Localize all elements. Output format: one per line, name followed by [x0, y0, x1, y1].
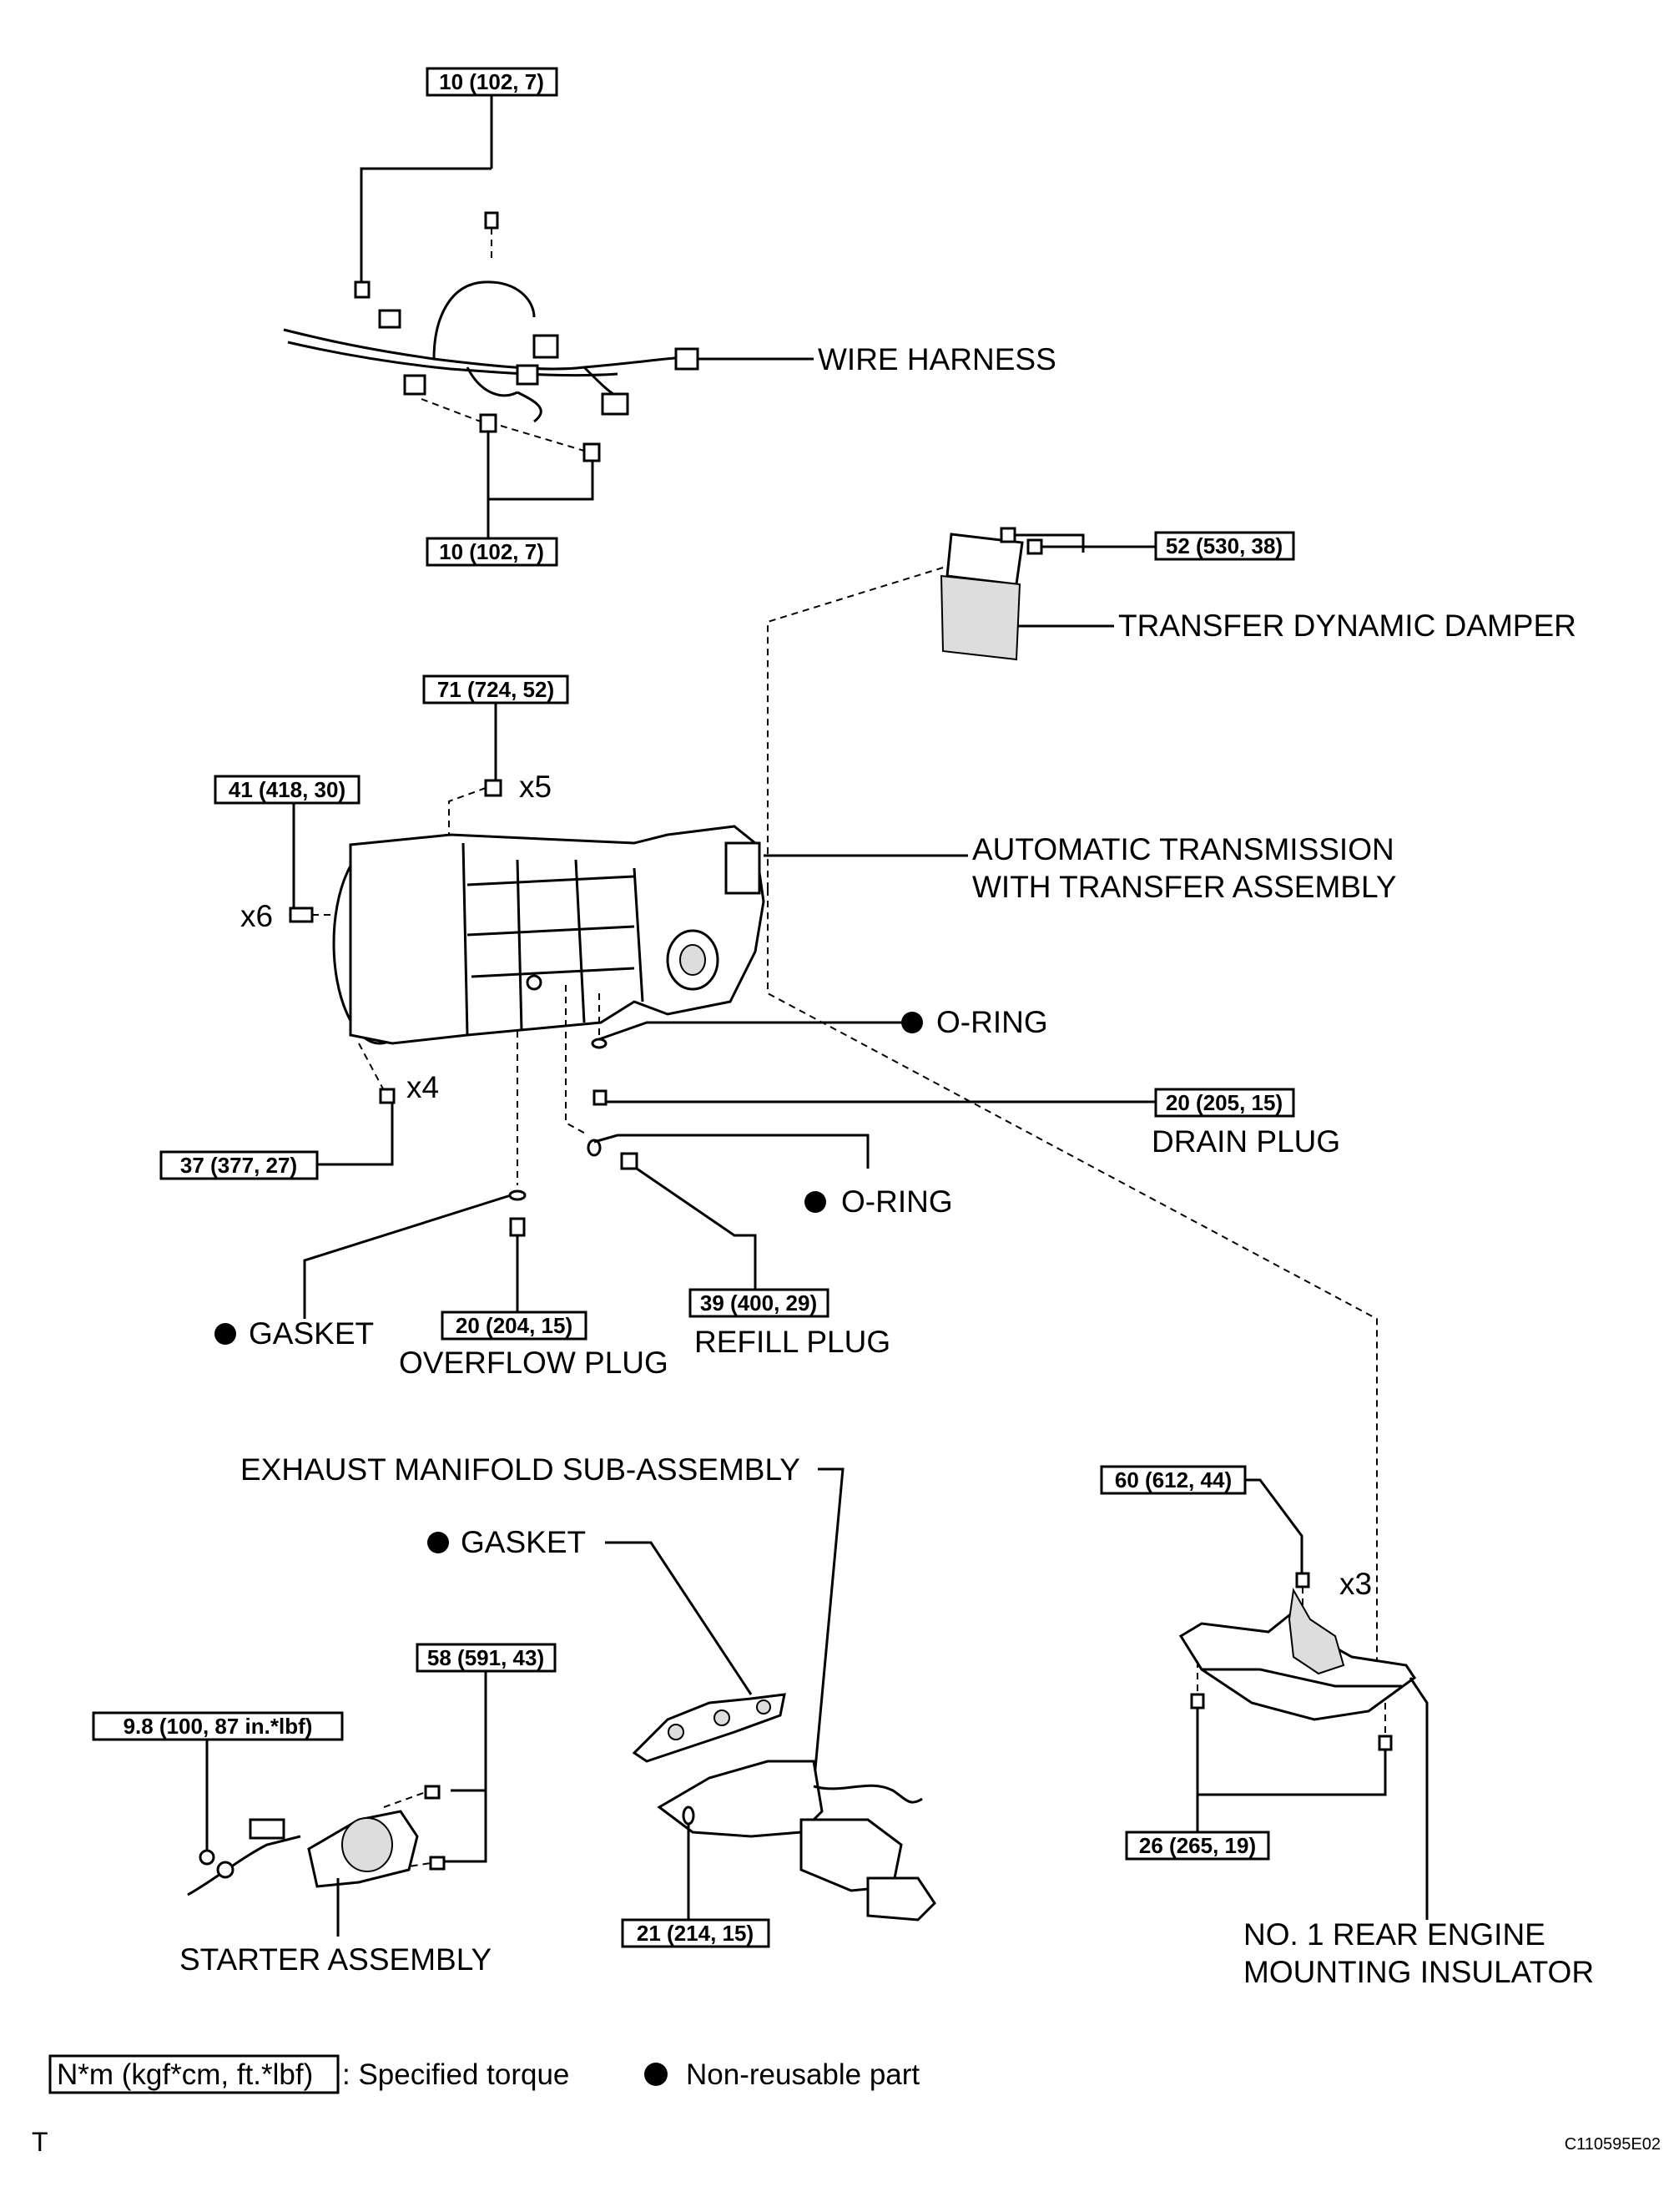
torque-damper: 52 (530, 38)	[1166, 533, 1283, 558]
starter-group: 58 (591, 43) 9.8 (100, 87 in.*lbf) START…	[92, 1643, 557, 1977]
exhaust-manifold-group: EXHAUST MANIFOLD SUB-ASSEMBLY GASKET 21 …	[240, 1452, 936, 1948]
legend-torque-unit: N*m (kgf*cm, ft.*lbf)	[57, 2058, 313, 2091]
torque-overflow: 20 (204, 15)	[456, 1313, 572, 1338]
footer-left-mark: T	[32, 2127, 48, 2157]
nonreusable-dot-gasket2	[427, 1532, 449, 1553]
label-overflow-plug: OVERFLOW PLUG	[399, 1346, 668, 1380]
torque-box-overflow	[441, 1311, 587, 1341]
label-gasket2: GASKET	[461, 1525, 586, 1559]
nonreusable-dot-oring1	[901, 1012, 923, 1033]
torque-98: 9.8 (100, 87 in.*lbf)	[124, 1714, 313, 1739]
label-refill-plug: REFILL PLUG	[694, 1325, 890, 1359]
legend-nonreusable-text: Non-reusable part	[686, 2058, 920, 2091]
torque-drain: 20 (205, 15)	[1166, 1090, 1283, 1115]
rear-mount-group: 60 (612, 44) x3 26 (265, 19) NO. 1 REAR …	[1100, 1465, 1594, 1989]
torque-58: 58 (591, 43)	[427, 1645, 544, 1670]
torque-refill: 39 (400, 29)	[700, 1290, 817, 1316]
torque-wh-top: 10 (102, 7)	[439, 69, 544, 94]
label-starter: STARTER ASSEMBLY	[179, 1942, 492, 1977]
nonreusable-dot-gasket1	[214, 1323, 236, 1345]
torque-box-60	[1100, 1465, 1247, 1495]
footer-figure-code: C110595E02	[1565, 2135, 1661, 2154]
label-insulator-line2: MOUNTING INSULATOR	[1243, 1955, 1594, 1989]
label-oring1: O-RING	[936, 1005, 1048, 1039]
legend-nonreusable-dot	[644, 2063, 668, 2086]
legend: N*m (kgf*cm, ft.*lbf) : Specified torque…	[48, 2054, 920, 2094]
torque-box-58	[416, 1643, 557, 1673]
torque-box-41	[214, 775, 361, 805]
count-x6: x6	[240, 899, 273, 933]
torque-71: 71 (724, 52)	[437, 677, 554, 702]
label-transfer-damper: TRANSFER DYNAMIC DAMPER	[1118, 609, 1576, 643]
label-gasket1: GASKET	[249, 1316, 374, 1351]
torque-box-refill	[688, 1288, 829, 1318]
count-x3: x3	[1339, 1567, 1372, 1601]
torque-21: 21 (214, 15)	[637, 1921, 754, 1946]
nonreusable-dot-oring2	[804, 1191, 826, 1213]
count-x5: x5	[519, 770, 552, 804]
torque-wh-bottom: 10 (102, 7)	[439, 539, 544, 564]
label-oring2: O-RING	[841, 1184, 953, 1219]
torque-37: 37 (377, 27)	[180, 1153, 297, 1178]
torque-26: 26 (265, 19)	[1139, 1833, 1256, 1858]
label-exhaust-manifold: EXHAUST MANIFOLD SUB-ASSEMBLY	[240, 1452, 800, 1487]
transfer-damper-group: 52 (530, 38) TRANSFER DYNAMIC DAMPER	[767, 527, 1576, 889]
legend-torque-box	[48, 2054, 340, 2094]
torque-box-26	[1125, 1831, 1270, 1861]
torque-box-37	[159, 1150, 319, 1180]
legend-torque-text: : Specified torque	[342, 2058, 569, 2091]
torque-box-drain	[1154, 1088, 1295, 1118]
label-wire-harness: WIRE HARNESS	[818, 342, 1056, 376]
label-insulator-line1: NO. 1 REAR ENGINE	[1243, 1917, 1545, 1952]
label-drain-plug: DRAIN PLUG	[1152, 1124, 1340, 1159]
torque-60: 60 (612, 44)	[1115, 1467, 1232, 1492]
label-at-line1: AUTOMATIC TRANSMISSION	[972, 832, 1394, 866]
torque-41: 41 (418, 30)	[229, 777, 345, 802]
count-x4: x4	[406, 1070, 439, 1104]
torque-box-damper	[1154, 531, 1295, 561]
label-at-line2: WITH TRANSFER ASSEMBLY	[972, 870, 1397, 904]
wire-harness-group: 10 (102, 7) 10 (102, 7) WIRE HARNESS	[283, 67, 1056, 567]
torque-box-wh-bottom	[426, 537, 558, 567]
torque-box-21	[621, 1918, 770, 1948]
transmission-group: 71 (724, 52) x5 41 (418, 30) x6 AUTOMATI…	[159, 674, 1397, 1669]
torque-box-98	[92, 1711, 344, 1741]
